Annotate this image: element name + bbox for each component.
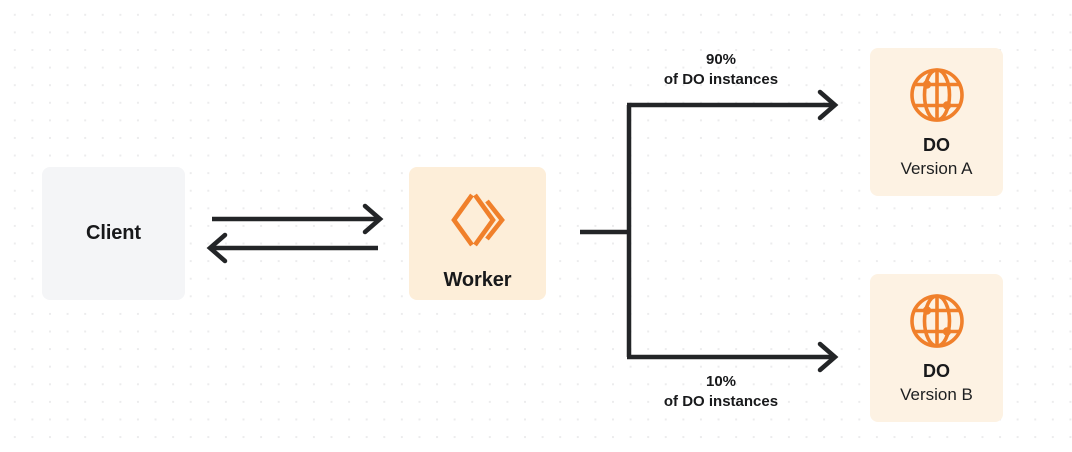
globe-icon (908, 292, 966, 350)
worker-label: Worker (443, 269, 512, 291)
node-do-version-b[interactable]: DO Version B (870, 274, 1003, 422)
cloudflare-workers-icon (447, 189, 509, 251)
globe-icon (908, 66, 966, 124)
edge-label-do-b-description: of DO instances (663, 392, 779, 410)
arrow-worker-to-do-b (627, 341, 839, 373)
edge-label-do-b: 10% of DO instances (581, 372, 861, 412)
node-worker[interactable]: Worker (409, 167, 546, 300)
arrow-worker-to-do-a (627, 89, 839, 121)
arrow-client-to-worker (212, 203, 384, 235)
do-a-subtitle: Version A (900, 158, 973, 178)
do-b-title: DO (923, 361, 950, 381)
connector-worker-split (580, 105, 632, 357)
client-label: Client (86, 222, 141, 244)
arrow-worker-to-client (206, 232, 378, 264)
edge-label-do-b-percent: 10% (705, 373, 737, 390)
do-a-title: DO (923, 135, 950, 155)
edge-label-do-a: 90% of DO instances (581, 50, 861, 90)
do-b-subtitle: Version B (900, 384, 973, 404)
node-do-version-a[interactable]: DO Version A (870, 48, 1003, 196)
node-client[interactable]: Client (42, 167, 185, 300)
edge-label-do-a-description: of DO instances (663, 70, 779, 88)
edge-label-do-a-percent: 90% (705, 51, 737, 68)
